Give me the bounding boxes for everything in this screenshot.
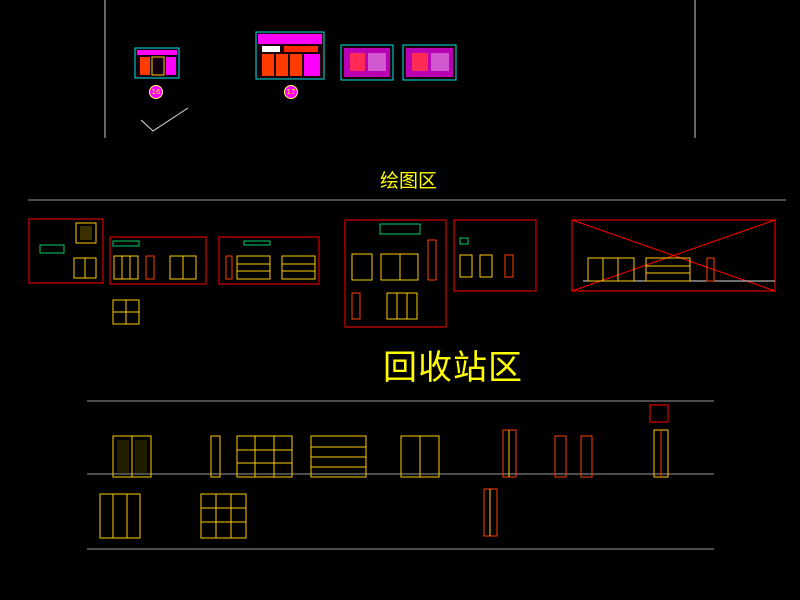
recycle-zone-label: 回收站区 bbox=[383, 348, 523, 388]
recycle-item-wardrobe-8[interactable] bbox=[99, 493, 141, 539]
drawing-frame-6-crossed[interactable] bbox=[571, 219, 776, 292]
recycle-item-section-10[interactable] bbox=[483, 488, 498, 537]
drawing-frame-2[interactable] bbox=[109, 236, 207, 325]
drawing-zone bbox=[28, 218, 776, 328]
drawing-frame-4[interactable] bbox=[344, 219, 447, 328]
recycle-item-cabinet-9[interactable] bbox=[200, 493, 247, 539]
recycle-item-wardrobe-1[interactable] bbox=[112, 435, 152, 478]
drawing-zone-label: 绘图区 bbox=[380, 170, 438, 192]
sheet-thumbnail-17[interactable] bbox=[255, 31, 325, 80]
recycle-item-cabinet-2[interactable] bbox=[210, 435, 293, 478]
recycle-item-section-6[interactable] bbox=[554, 435, 593, 478]
drawing-frame-1[interactable] bbox=[28, 218, 104, 284]
drawing-frame-3[interactable] bbox=[218, 236, 320, 285]
sheet-marker-16: 16 bbox=[149, 85, 163, 99]
recycle-item-shelf-3[interactable] bbox=[310, 435, 367, 478]
sheet-thumbnail-floorplan-b[interactable] bbox=[402, 44, 457, 81]
recycle-item-wardrobe-4[interactable] bbox=[400, 435, 440, 478]
sheet-thumbnail-floorplan-a[interactable] bbox=[340, 44, 394, 81]
layout-sheets-region bbox=[104, 0, 696, 138]
recycle-item-section-7[interactable] bbox=[649, 404, 669, 478]
sheet-marker-17: 17 bbox=[284, 85, 298, 99]
drawing-frame-5[interactable] bbox=[453, 219, 537, 292]
recycle-zone bbox=[87, 400, 714, 550]
recycle-item-section-5[interactable] bbox=[502, 429, 517, 478]
sheet-thumbnail-16[interactable] bbox=[134, 47, 180, 79]
